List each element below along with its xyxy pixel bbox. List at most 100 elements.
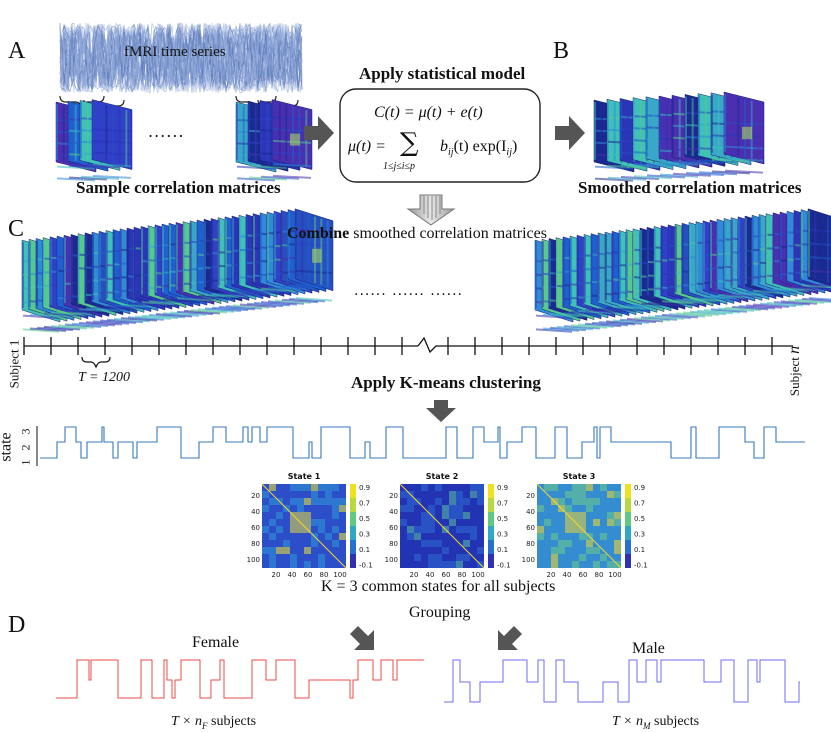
colorbar: 0.90.70.50.30.1-0.1 — [488, 484, 511, 570]
heatmap-ytick: 40 — [526, 508, 535, 516]
female-label: Female — [192, 634, 240, 651]
heatmap-xtick: 60 — [304, 571, 313, 579]
model-equation-1: C(t) = μ(t) + e(t) — [374, 104, 483, 121]
panel-letter-a: A — [8, 38, 26, 64]
combine-bold: Combine — [287, 225, 350, 242]
sample-correlation-caption: Sample correlation matrices — [76, 178, 281, 197]
model-box — [339, 88, 541, 183]
female-state-sequence — [56, 659, 424, 699]
sum-limits: 1≤j≤i≤p — [383, 161, 416, 172]
colorbar-tick: 0.9 — [497, 484, 508, 492]
combine-title: Combine smoothed correlation matrices — [287, 225, 547, 243]
colorbar: 0.90.70.50.30.1-0.1 — [625, 484, 648, 570]
heatmap-ytick: 60 — [389, 524, 398, 532]
fmri-time-series-plot — [59, 22, 303, 94]
timeline-brace — [81, 356, 111, 369]
heatmap-ytick: 20 — [389, 492, 398, 500]
heatmap-ytick: 20 — [251, 492, 260, 500]
colorbar-tick: -0.1 — [634, 562, 648, 570]
state-axis-label: state — [0, 432, 15, 462]
heatmap-xtick: 100 — [608, 571, 621, 579]
matrix-card — [271, 99, 313, 179]
model-equation-2-rhs: bij(t) exp(Iij) — [440, 138, 517, 158]
heatmap-ytick: 80 — [251, 540, 260, 548]
matrix-card — [723, 91, 765, 174]
colorbar-tick: 0.3 — [497, 531, 508, 539]
heatmap-xtick: 20 — [272, 571, 281, 579]
state-heatmap-title: State 1 — [288, 472, 321, 481]
colorbar: 0.90.70.50.30.1-0.1 — [350, 484, 373, 570]
heatmap-ytick: 60 — [526, 524, 535, 532]
colorbar-tick: 0.1 — [634, 546, 645, 554]
heatmap-ytick: 20 — [526, 492, 535, 500]
model-title: Apply statistical model — [359, 64, 526, 83]
male-caption-sub: M — [643, 720, 651, 731]
heatmap-ytick: 100 — [385, 556, 398, 564]
panel-letter-d: D — [8, 612, 26, 638]
heatmap-xtick: 40 — [426, 571, 435, 579]
arrow-down-right-icon — [498, 626, 522, 650]
heatmap-xtick: 40 — [288, 571, 297, 579]
state-tick-1: 1 — [18, 459, 33, 466]
colorbar-tick: 0.7 — [497, 500, 508, 508]
model-equation-2-lhs: μ(t) = — [348, 138, 386, 155]
colorbar-tick: 0.9 — [634, 484, 645, 492]
matrix-card — [294, 208, 334, 302]
state-heatmap-title: State 2 — [426, 472, 459, 481]
colorbar-tick: 0.3 — [359, 531, 370, 539]
colorbar-tick: 0.7 — [359, 500, 370, 508]
arrow-right-icon — [555, 116, 585, 150]
arrow-down-striped-icon — [406, 194, 456, 226]
panel-letter-b: B — [553, 38, 570, 64]
colorbar-tick: 0.1 — [359, 546, 370, 554]
smoothed-correlation-caption: Smoothed correlation matrices — [578, 178, 802, 197]
colorbar-tick: 0.9 — [359, 484, 370, 492]
fmri-time-series-label: fMRI time series — [124, 44, 226, 60]
colorbar-tick: 0.5 — [634, 515, 645, 523]
female-caption-x: × n — [178, 714, 202, 729]
panel-a-ellipsis: ...... — [148, 122, 185, 141]
subject-first-label: Subject 1 — [6, 339, 22, 389]
heatmap-ytick: 80 — [389, 540, 398, 548]
male-state-sequence — [444, 659, 800, 703]
state-tick-3: 3 — [18, 428, 33, 435]
heatmap-xtick: 100 — [333, 571, 346, 579]
state-heatmaps: State 1 20 40 60 80 100 20 40 60 80 100 0.9 0.7 0.5 0.… — [247, 472, 648, 579]
arrow-down-left-icon — [350, 626, 374, 650]
colorbar-tick: 0.5 — [497, 515, 508, 523]
T-label: T = 1200 — [78, 370, 130, 385]
eq-close: ) — [511, 138, 518, 155]
heatmap-xtick: 80 — [458, 571, 467, 579]
eq-b-sub: ij — [448, 147, 454, 159]
subject-last-label: Subject n — [786, 346, 804, 396]
heatmap-xtick: 60 — [579, 571, 588, 579]
subject-last-var: n — [786, 345, 804, 354]
heatmap-xtick: 80 — [320, 571, 329, 579]
heatmap-ytick: 100 — [522, 556, 535, 564]
subject-last-text: Subject — [787, 357, 803, 397]
heatmap-xtick: 20 — [547, 571, 556, 579]
eq-rhs-tail: (t) exp(I — [453, 138, 507, 155]
female-caption-sub: F — [202, 720, 208, 731]
states-caption: K = 3 common states for all subjects — [321, 578, 556, 595]
sample-matrix-stack-left — [55, 99, 133, 182]
matrix-card — [91, 99, 133, 179]
sample-matrix-stack-right — [235, 99, 313, 182]
heatmap-xtick: 100 — [471, 571, 484, 579]
colorbar-tick: -0.1 — [497, 562, 511, 570]
heatmap-xtick: 80 — [595, 571, 604, 579]
heatmap-xtick: 20 — [410, 571, 419, 579]
eq-I-sub: ij — [506, 147, 512, 159]
combined-matrix-stack-right — [534, 208, 831, 333]
male-label: Male — [632, 640, 665, 657]
grouping-label: Grouping — [409, 604, 471, 621]
subject-timeline — [23, 336, 793, 355]
combined-matrix-stack-left — [21, 208, 334, 333]
colorbar-tick: 0.7 — [634, 500, 645, 508]
panel-c-ellipsis: ...... ...... ...... — [354, 283, 464, 299]
male-caption-x: × n — [619, 714, 643, 729]
